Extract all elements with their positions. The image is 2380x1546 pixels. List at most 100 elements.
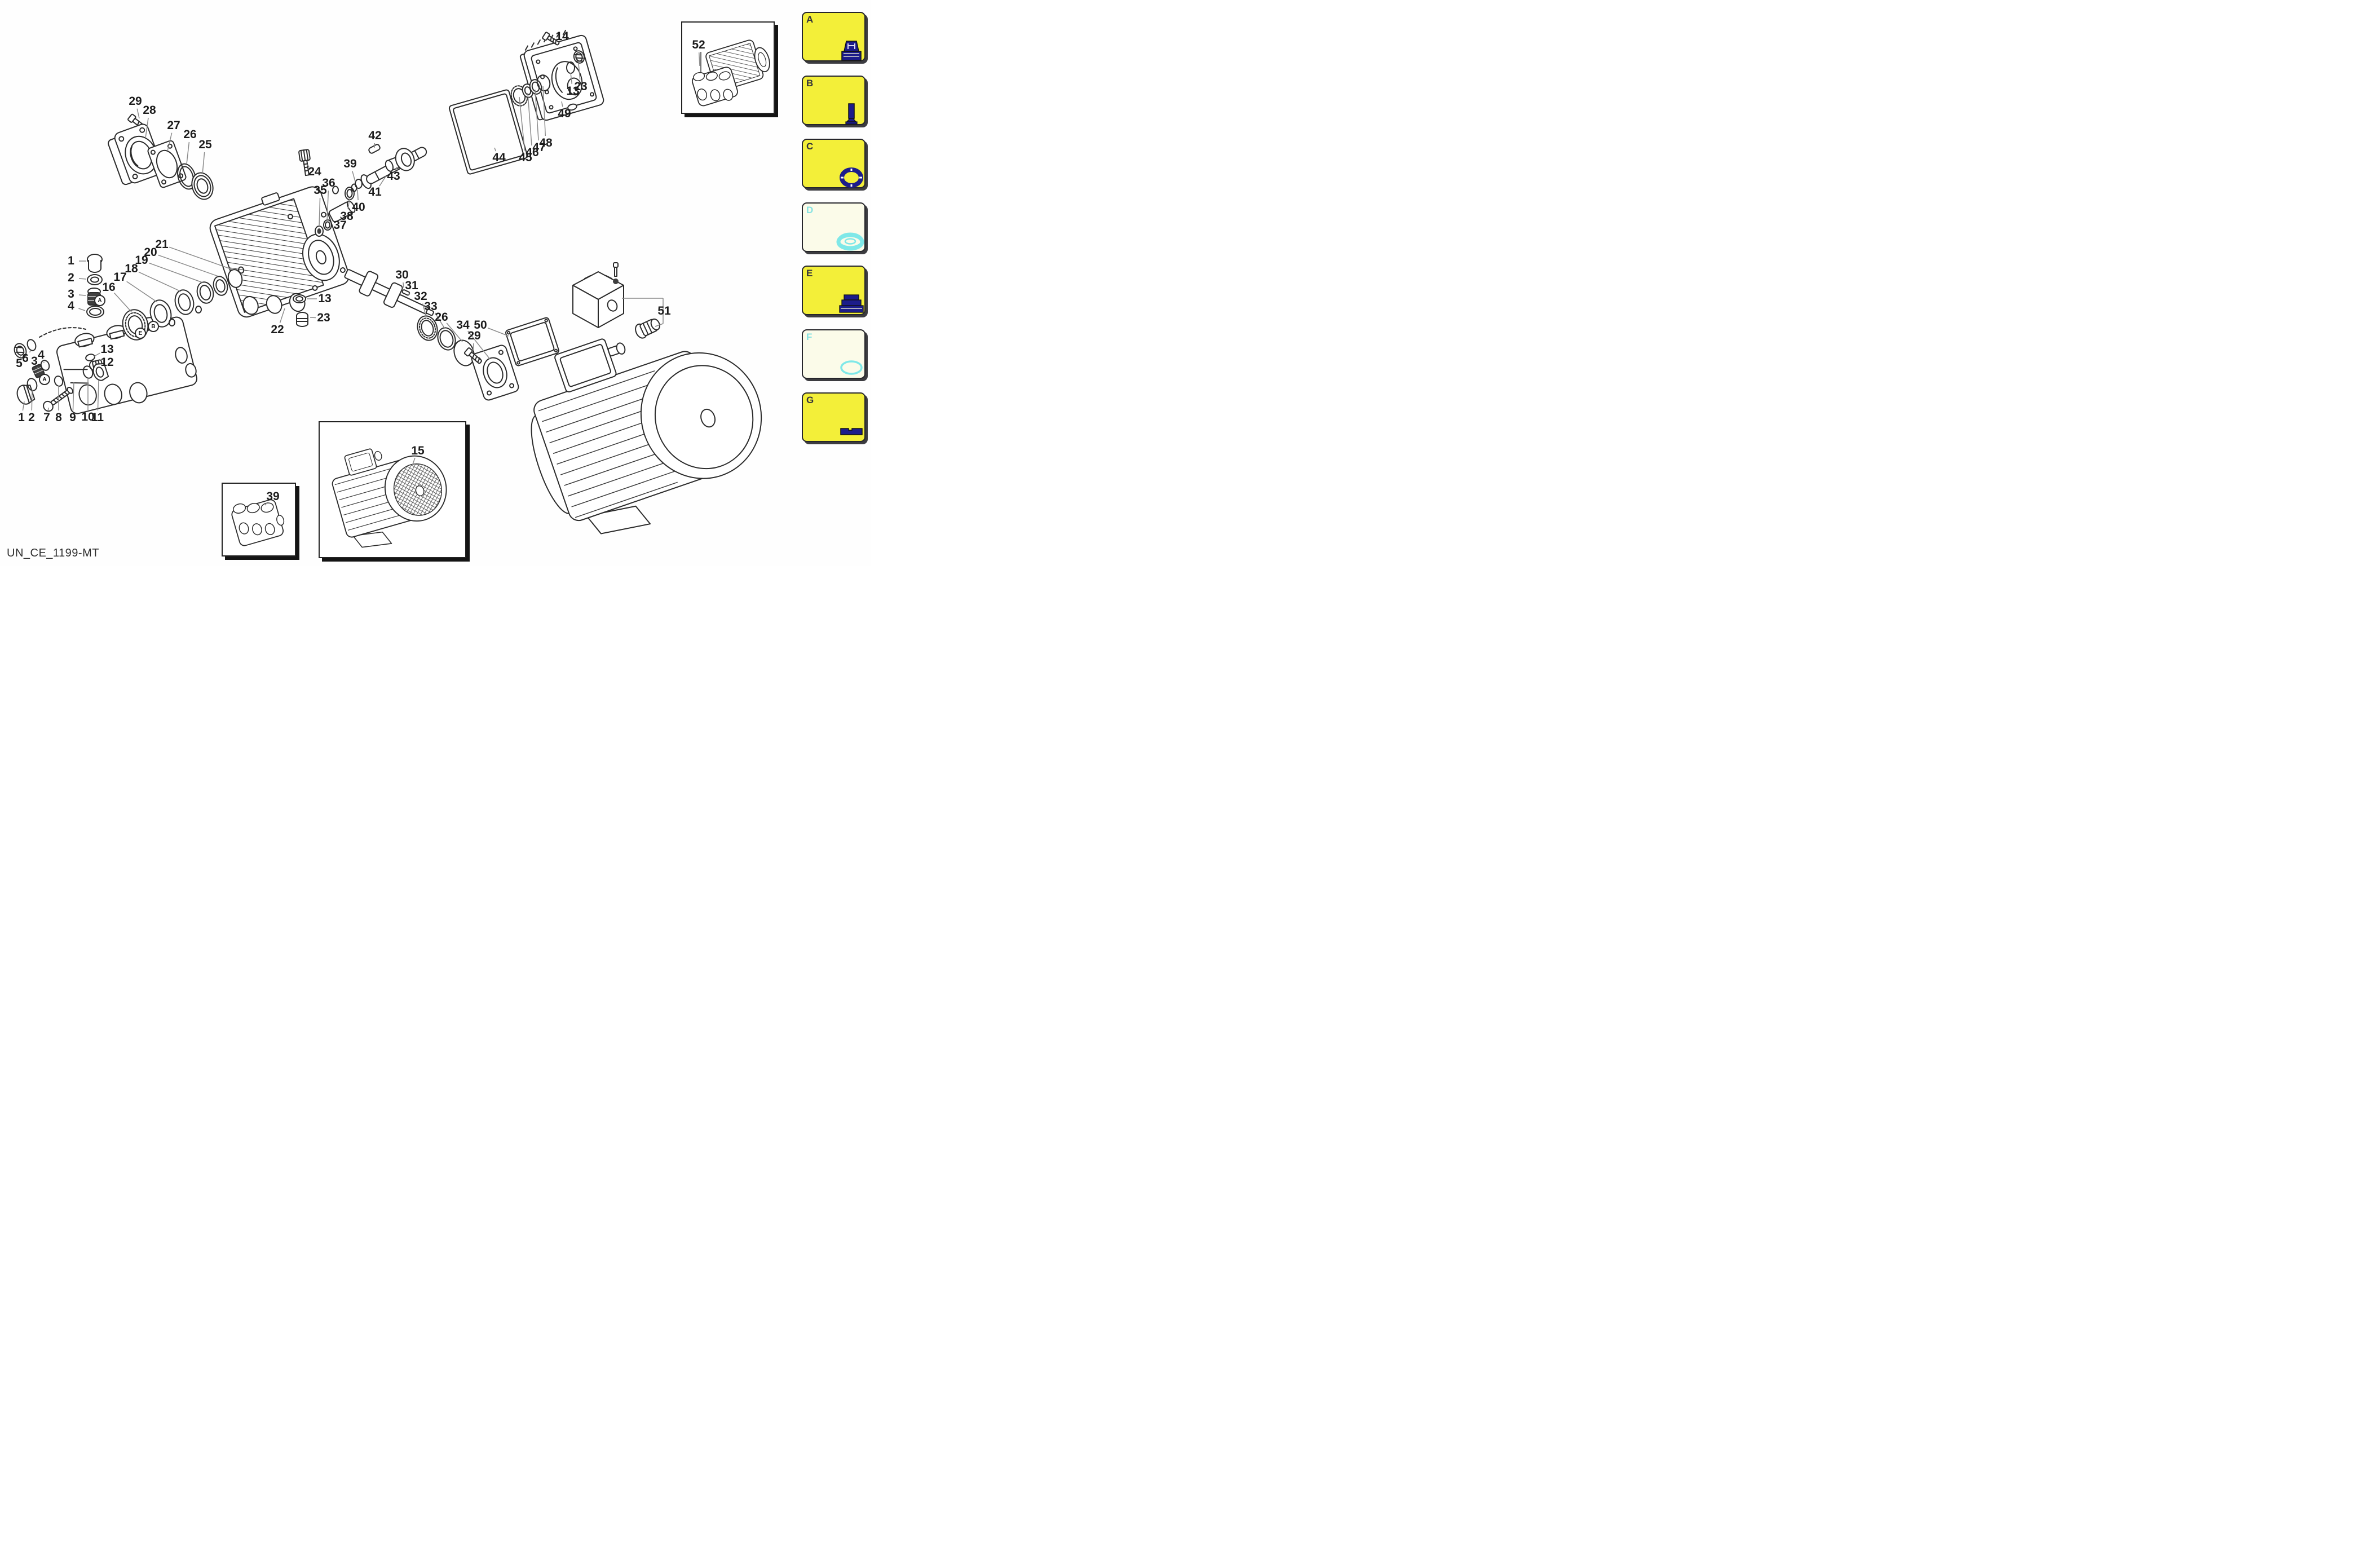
part-callout-31: 31 (405, 279, 418, 292)
leader-line-9 (72, 382, 74, 411)
leader-line-13 (94, 352, 100, 357)
leader-line-44 (494, 147, 497, 152)
part-callout-26: 26 (435, 311, 448, 324)
oring-icon (840, 360, 863, 375)
ring-17-drawing (149, 299, 172, 328)
leader-line-26 (186, 142, 190, 165)
leader-line-18 (138, 271, 182, 292)
ring-21-drawing (227, 266, 245, 288)
o-ring-10-drawing (82, 365, 94, 379)
o-ring-2b-drawing (27, 378, 38, 391)
hose-fitting-51-drawing (635, 318, 660, 339)
crankshaft-30-drawing (344, 269, 434, 316)
packing-kit-icon (838, 294, 864, 313)
leader-line-11 (97, 380, 99, 411)
plug-23-rear-drawing (573, 50, 585, 64)
leader-line-49 (561, 101, 563, 107)
bearing-32-drawing (417, 315, 438, 341)
leader-line-52 (699, 52, 700, 67)
kit-letter: D (806, 204, 814, 215)
part-callout-33: 33 (424, 300, 438, 313)
part-callout-51: 51 (657, 304, 671, 317)
seal-18-drawing (174, 289, 195, 315)
kit-box-D[interactable]: D (802, 202, 866, 252)
crankcase-22-drawing (209, 186, 350, 318)
o-ring-4-drawing (86, 306, 104, 318)
part-callout-2: 2 (68, 271, 74, 284)
inset-pump-assembly-52 (681, 21, 775, 114)
part-callout-13: 13 (318, 292, 332, 305)
kit-reference-marker-A: A (94, 295, 105, 306)
leader-line-30 (403, 282, 404, 288)
part-callout-7: 7 (43, 411, 50, 424)
leader-line-46 (527, 92, 532, 146)
oring-kit-icon (836, 232, 864, 251)
part-callout-40: 40 (352, 201, 365, 214)
seal-48-drawing (536, 74, 551, 91)
kit-box-A[interactable]: A (802, 12, 866, 61)
part-callout-36: 36 (322, 176, 335, 189)
part-callout-1: 1 (68, 254, 74, 267)
leader-line-17 (126, 281, 158, 303)
part-callout-26: 26 (183, 128, 197, 141)
part-callout-27: 27 (167, 119, 180, 132)
part-callout-44: 44 (492, 151, 506, 164)
ring-20-drawing (213, 276, 228, 296)
kit-box-F[interactable]: F (802, 329, 866, 379)
part-callout-18: 18 (125, 262, 138, 275)
valve-cap-1-drawing (87, 254, 103, 273)
part-callout-32: 32 (414, 290, 427, 303)
part-callout-1: 1 (18, 411, 25, 424)
kit-box-C[interactable]: C (802, 139, 866, 188)
part-callout-41: 41 (368, 185, 382, 198)
leader-line-21 (169, 246, 233, 270)
leader-line-45 (519, 96, 526, 151)
leader-line-19 (148, 262, 203, 283)
leader-line-43 (395, 166, 398, 170)
leader-line-36 (326, 190, 329, 222)
part-callout-35: 35 (313, 184, 327, 197)
part-callout-45: 45 (519, 151, 532, 164)
part-callout-29: 29 (129, 95, 142, 108)
part-callout-21: 21 (155, 238, 169, 251)
kit-box-G[interactable]: G (802, 392, 866, 442)
leader-line-26 (446, 323, 463, 342)
leader-line-29 (136, 108, 140, 119)
o-ring-40-drawing (355, 179, 363, 189)
part-callout-9: 9 (69, 411, 76, 424)
kit-letter: A (806, 14, 814, 25)
motor-flange-34-drawing (471, 344, 519, 401)
leader-line-41 (379, 176, 386, 187)
part-callout-17: 17 (113, 271, 127, 284)
cap-11-drawing (92, 363, 109, 381)
oil-plug-23-drawing (296, 312, 308, 327)
part-callout-30: 30 (395, 268, 409, 281)
leader-line-22 (279, 308, 285, 323)
seal-ring-icon (839, 167, 863, 188)
part-callout-11: 11 (91, 411, 104, 424)
kit-reference-marker-B: B (148, 321, 159, 332)
part-callout-23: 23 (317, 311, 330, 324)
plunger-icon (845, 103, 858, 125)
kit-box-E[interactable]: E (802, 266, 866, 315)
part-callout-4: 4 (38, 348, 45, 361)
part-callout-10: 10 (81, 410, 95, 423)
leader-line-34 (467, 330, 491, 360)
leader-line-25 (202, 152, 205, 175)
o-ring-13-drawing (293, 294, 306, 303)
part-callout-23: 23 (574, 80, 588, 93)
part-callout-43: 43 (387, 170, 400, 183)
part-callout-22: 22 (271, 323, 284, 336)
part-callout-16: 16 (102, 281, 116, 294)
dashed-reference-line (39, 327, 86, 338)
drawing-code: UN_CE_1199-MT (7, 547, 99, 559)
kit-letter: G (806, 395, 814, 405)
part-callout-19: 19 (135, 254, 148, 267)
part-callout-25: 25 (198, 138, 212, 151)
pump-52-thumbnail (691, 39, 770, 107)
leader-line-28 (145, 117, 149, 139)
part-callout-49: 49 (558, 107, 571, 120)
kit-box-B[interactable]: B (802, 75, 866, 125)
part-callout-3: 3 (31, 355, 38, 368)
